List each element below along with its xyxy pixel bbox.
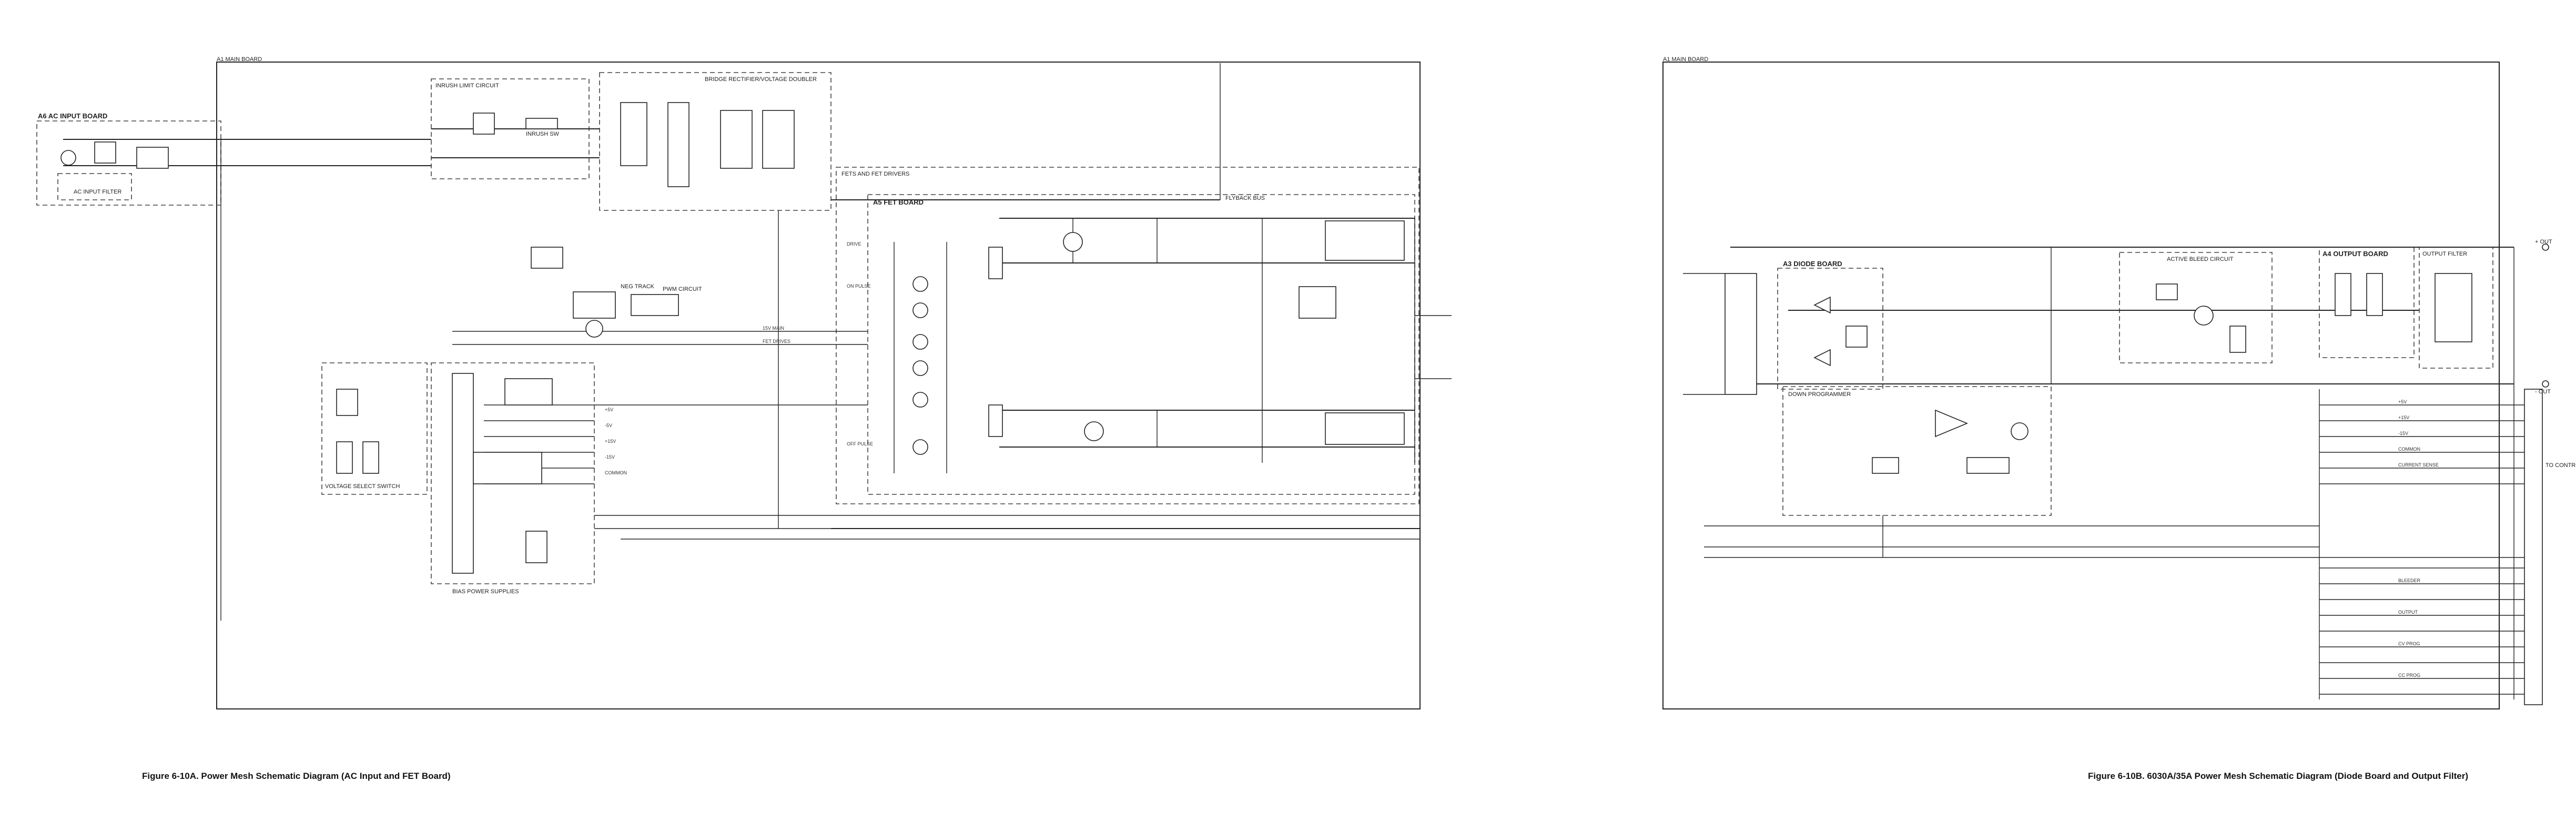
net-label: COMMON (2398, 447, 2420, 452)
net-label: +5V (2398, 399, 2407, 404)
net-label: OUTPUT (2398, 610, 2418, 615)
ac-input-filter-label: AC INPUT FILTER (74, 189, 122, 195)
inrush-switch-label: INRUSH SW (526, 131, 559, 137)
active-bleed-label: ACTIVE BLEED CIRCUIT (2167, 256, 2234, 262)
out-positive-label: + OUT (2535, 239, 2552, 245)
net-label: OFF PULSE (847, 441, 874, 447)
fet-drivers-label: FETS AND FET DRIVERS (841, 171, 910, 177)
control-section-label: TO CONTROL SECTION (2545, 462, 2576, 469)
output-filter-label: OUTPUT FILTER (2422, 251, 2468, 257)
schematic-b-drawing (1662, 62, 2549, 709)
pwm-circuit-label: PWM CIRCUIT (663, 286, 702, 292)
flyback-bus-label: FLYBACK BUS (1225, 195, 1265, 201)
sheet-tag-a: A1 MAIN BOARD (217, 56, 262, 63)
net-label: CV PROG (2398, 641, 2420, 646)
neg-track-label: NEG TRACK (621, 283, 654, 290)
voltage-select-label: VOLTAGE SELECT SWITCH (325, 483, 400, 490)
output-board-label: A4 OUTPUT BOARD (2323, 250, 2388, 258)
net-label: DRIVE (847, 241, 861, 247)
out-negative-label: - OUT (2535, 389, 2551, 395)
net-label: +15V (2398, 415, 2410, 420)
net-label: -15V (2398, 431, 2409, 436)
inrush-limit-label: INRUSH LIMIT CIRCUIT (435, 83, 499, 89)
net-label: COMMON (605, 470, 627, 475)
net-label: -15V (605, 454, 615, 460)
bridge-rectifier-label: BRIDGE RECTIFIER/VOLTAGE DOUBLER (705, 76, 817, 83)
diode-board-label: A3 DIODE BOARD (1783, 260, 1842, 268)
ac-input-board-label: A6 AC INPUT BOARD (38, 112, 108, 120)
net-label: CC PROG (2398, 673, 2421, 678)
net-label: BLEEDER (2398, 578, 2421, 583)
net-label: FET DRIVES (763, 339, 790, 344)
sheet-tag-b: A1 MAIN BOARD (1663, 56, 1709, 63)
net-label: ON PULSE (847, 283, 871, 289)
figure-caption-b: Figure 6-10B. 6030A/35A Power Mesh Schem… (2088, 771, 2468, 781)
down-programmer-label: DOWN PROGRAMMER (1788, 391, 1851, 398)
net-label: +15V (605, 439, 616, 444)
net-label: -5V (605, 423, 613, 428)
fet-board-label: A5 FET BOARD (873, 198, 924, 206)
schematic-sheet-b: A1 MAIN BOARD A3 DIODE BOARD DOWN PROGRA… (1651, 0, 2576, 832)
schematic-sheet-a: A1 MAIN BOARD A6 AC INPUT BOARD AC INPUT… (36, 56, 1452, 781)
net-label: 15V MAIN (763, 326, 785, 331)
figure-caption-a: Figure 6-10A. Power Mesh Schematic Diagr… (142, 771, 451, 781)
bias-power-label: BIAS POWER SUPPLIES (452, 589, 519, 595)
net-label: CURRENT SENSE (2398, 462, 2439, 468)
schematic-a-drawing (36, 62, 1452, 709)
net-label: +5V (605, 407, 614, 412)
